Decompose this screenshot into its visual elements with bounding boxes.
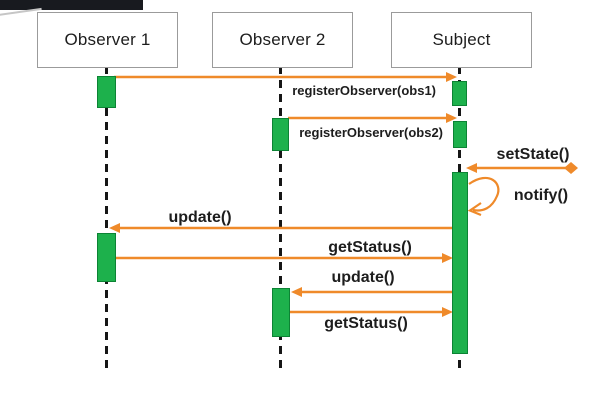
- arrowhead-notify: [467, 202, 482, 217]
- arrowhead-register-obs1: [446, 72, 457, 82]
- message-label-update-obs1: update(): [168, 209, 232, 226]
- actor-box-observer1: Observer 1: [37, 12, 178, 68]
- actor-box-observer2: Observer 2: [212, 12, 353, 68]
- arrowhead-getstatus-obs1: [442, 253, 453, 263]
- actor-label-observer1: Observer 1: [64, 30, 151, 49]
- message-label-register-obs2: registerObserver(obs2): [299, 125, 443, 140]
- activation-observer2-update: [272, 288, 290, 337]
- actor-label-observer2: Observer 2: [239, 30, 326, 49]
- lifeline-observer2: [279, 66, 282, 371]
- lifeline-observer1: [105, 66, 108, 371]
- arrowhead-register-obs2: [446, 113, 457, 123]
- diamond-setstate: [564, 162, 578, 174]
- message-label-getstatus-obs1: getStatus(): [328, 239, 412, 256]
- message-label-notify: notify(): [513, 187, 569, 204]
- arrowhead-getstatus-obs2: [442, 307, 453, 317]
- message-label-setstate: setState(): [496, 146, 570, 163]
- activation-observer1-register: [97, 76, 116, 108]
- message-arrow-notify-loop: [468, 177, 500, 212]
- actor-box-subject: Subject: [391, 12, 532, 68]
- activation-observer1-update: [97, 233, 116, 282]
- arrowhead-update-obs2: [291, 287, 302, 297]
- arrowhead-update-obs1: [109, 223, 120, 233]
- arrowhead-setstate: [466, 163, 477, 173]
- message-label-register-obs1: registerObserver(obs1): [292, 83, 436, 98]
- activation-subject-main: [452, 172, 468, 354]
- message-label-getstatus-obs2: getStatus(): [324, 315, 408, 332]
- activation-observer2-register: [272, 118, 289, 151]
- message-label-update-obs2: update(): [331, 269, 395, 286]
- activation-subject-register1: [452, 81, 467, 106]
- video-overlay-bar: [0, 0, 143, 10]
- activation-subject-register2: [453, 121, 467, 148]
- actor-label-subject: Subject: [432, 30, 491, 49]
